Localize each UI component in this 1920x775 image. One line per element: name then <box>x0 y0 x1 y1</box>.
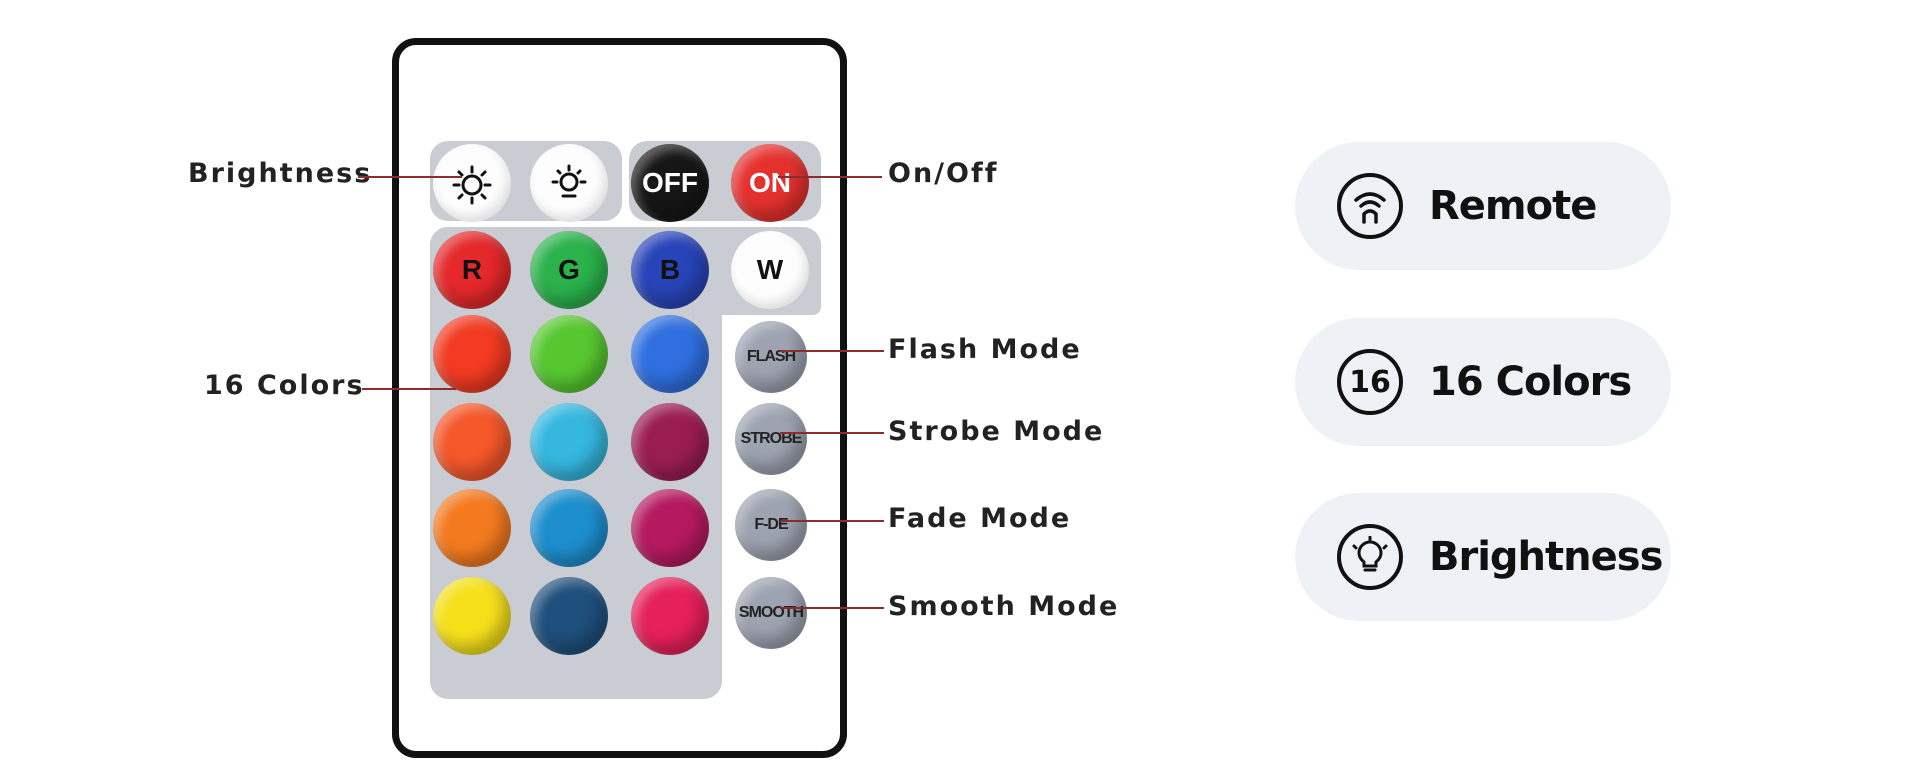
sun-up-icon <box>452 165 492 205</box>
feature-remote: Remote <box>1295 142 1671 270</box>
color-button[interactable] <box>530 577 608 655</box>
feature-brightness-label: Brightness <box>1429 534 1663 580</box>
color-button[interactable] <box>631 403 709 481</box>
color-button[interactable] <box>433 489 511 567</box>
color-button[interactable] <box>433 315 511 393</box>
leader-flash-mode <box>780 350 884 352</box>
leader-brightness <box>358 176 462 178</box>
remote-signal-icon <box>1337 173 1403 239</box>
leader-fade-mode <box>780 520 884 522</box>
callout-flash-mode: Flash Mode <box>888 334 1082 365</box>
callout-16-colors: 16 Colors <box>204 370 365 401</box>
sun-down-icon <box>551 164 587 198</box>
color-button[interactable] <box>631 577 709 655</box>
fade-mode-button[interactable]: F-DE <box>735 489 807 561</box>
strobe-label: STROBE <box>740 430 803 447</box>
strobe-mode-button[interactable]: STROBE <box>735 403 807 475</box>
leader-16-colors <box>362 388 456 390</box>
color-button[interactable] <box>530 315 608 393</box>
callout-on-off: On/Off <box>888 158 999 189</box>
callout-fade-mode: Fade Mode <box>888 503 1072 534</box>
white-button[interactable]: W <box>731 231 809 309</box>
color-button[interactable] <box>433 577 511 655</box>
off-label: OFF <box>642 167 698 198</box>
callout-strobe-mode: Strobe Mode <box>888 416 1105 447</box>
color-button[interactable] <box>433 403 511 481</box>
flash-label: FLASH <box>746 348 796 365</box>
smooth-mode-button[interactable]: SMOOTH <box>735 577 807 649</box>
color-button[interactable] <box>631 489 709 567</box>
white-label: W <box>756 254 784 285</box>
callout-brightness: Brightness <box>188 158 373 189</box>
off-button[interactable]: OFF <box>631 144 709 222</box>
brightness-down-button[interactable] <box>530 144 608 222</box>
color-button[interactable] <box>631 315 709 393</box>
lightbulb-icon <box>1337 524 1403 590</box>
remote-control: OFF ON R G B W FLASH STROBE F-DE SMOOTH <box>392 38 847 758</box>
callout-smooth-mode: Smooth Mode <box>888 591 1120 622</box>
flash-mode-button[interactable]: FLASH <box>735 321 807 393</box>
feature-16-colors-label: 16 Colors <box>1429 359 1632 405</box>
feature-brightness: Brightness <box>1295 493 1671 621</box>
feature-16-colors: 16 16 Colors <box>1295 318 1671 446</box>
blue-button[interactable]: B <box>631 231 709 309</box>
on-label: ON <box>749 167 791 198</box>
green-button[interactable]: G <box>530 231 608 309</box>
on-button[interactable]: ON <box>731 144 809 222</box>
sixteen-badge-icon: 16 <box>1337 349 1403 415</box>
brightness-up-button[interactable] <box>433 144 511 222</box>
red-button[interactable]: R <box>433 231 511 309</box>
leader-strobe-mode <box>780 432 884 434</box>
color-button[interactable] <box>530 489 608 567</box>
color-button[interactable] <box>530 403 608 481</box>
blue-label: B <box>659 254 681 285</box>
feature-remote-label: Remote <box>1429 183 1597 229</box>
red-label: R <box>461 254 483 285</box>
sixteen-badge-text: 16 <box>1349 364 1391 400</box>
leader-on-off <box>778 176 882 178</box>
leader-smooth-mode <box>780 607 884 609</box>
green-label: G <box>558 254 580 285</box>
